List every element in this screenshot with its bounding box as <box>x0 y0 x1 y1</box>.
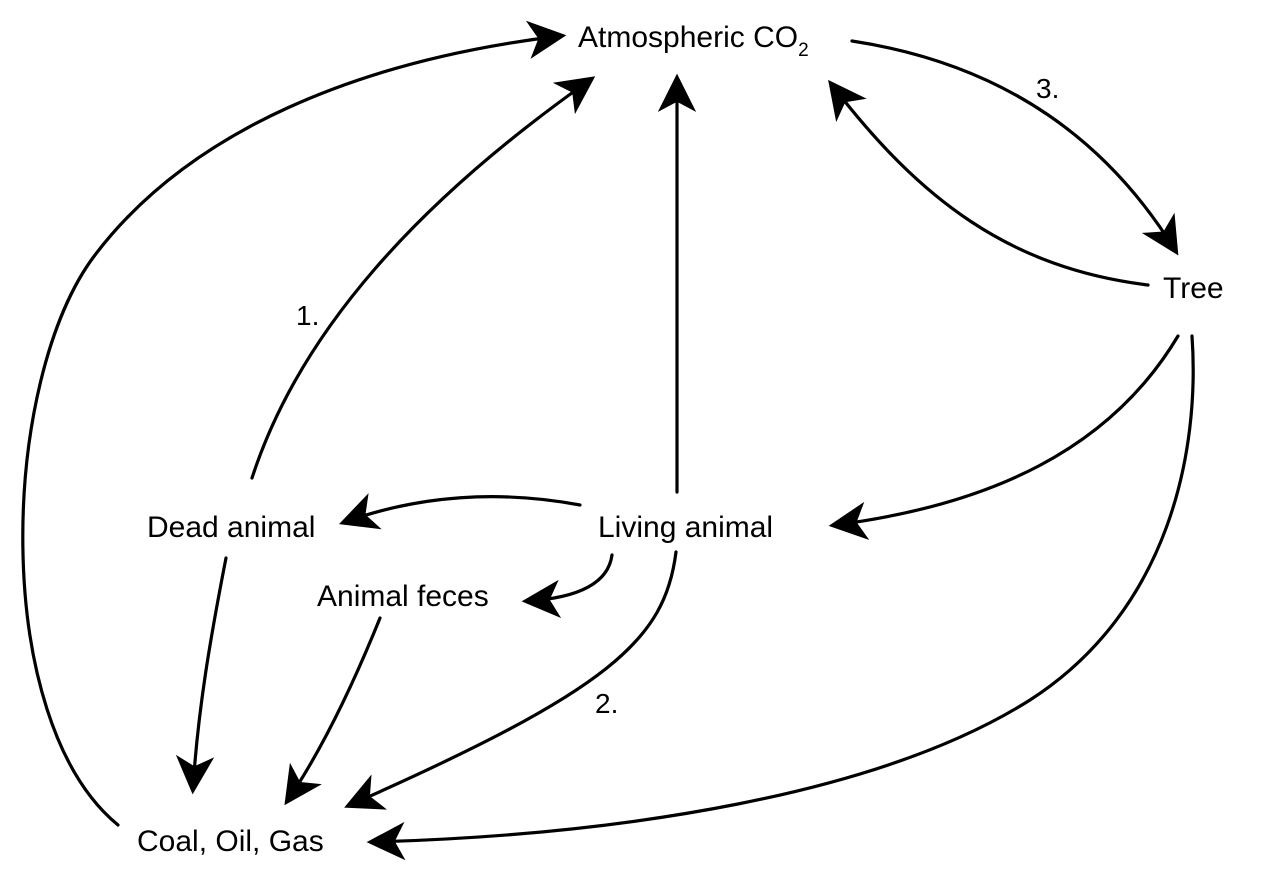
edge-label-3: 3. <box>1036 73 1059 104</box>
arrow-living-to-feces <box>521 553 614 619</box>
arrow-atmosphere-to-tree <box>850 39 1179 256</box>
node-living-animal: Living animal <box>598 511 773 544</box>
node-atmospheric-co2-subscript: 2 <box>798 40 809 61</box>
node-coal-oil-gas: Coal, Oil, Gas <box>137 825 324 858</box>
node-tree: Tree <box>1163 272 1224 305</box>
node-animal-feces: Animal feces <box>317 580 489 613</box>
arrow-living-to-dead <box>338 493 582 530</box>
arrow-feces-to-fossil <box>284 616 382 806</box>
node-atmospheric-co2: Atmospheric CO2 <box>578 21 809 61</box>
node-atmospheric-co2-text: Atmospheric CO <box>578 21 798 54</box>
arrow-dead-to-fossil <box>175 556 228 795</box>
arrow-dead-to-atmosphere <box>250 76 596 480</box>
edge-label-1: 1. <box>296 300 319 331</box>
arrow-fossil-to-atmosphere <box>21 20 567 827</box>
nodes: Atmospheric CO2 Tree Living animal Dead … <box>137 21 1224 858</box>
arrow-tree-to-atmosphere <box>828 79 1150 287</box>
arrows <box>21 20 1195 861</box>
arrow-tree-to-fossil <box>366 334 1195 861</box>
edge-label-2: 2. <box>595 688 618 719</box>
arrow-living-to-fossil <box>344 550 678 810</box>
edge-labels: 1. 2. 3. <box>296 73 1059 719</box>
arrow-tree-to-living <box>828 334 1180 540</box>
node-dead-animal: Dead animal <box>147 511 315 544</box>
